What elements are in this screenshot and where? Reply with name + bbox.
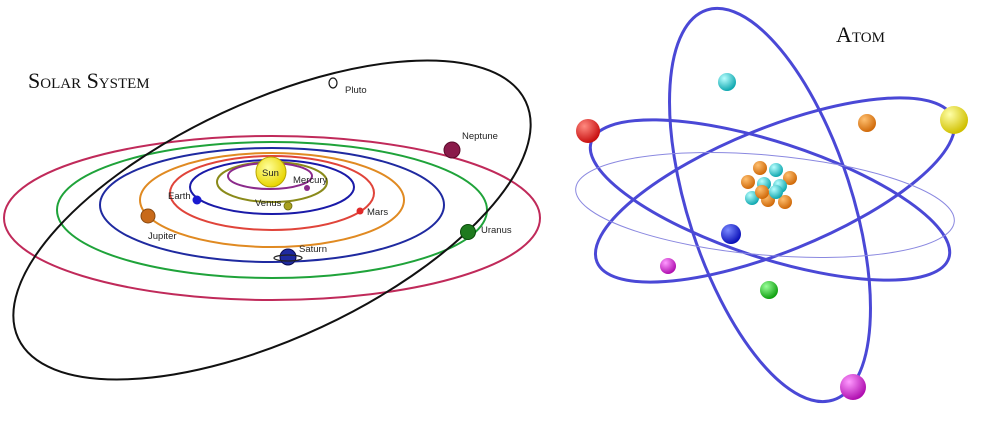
earth-label: Earth [168, 191, 191, 202]
venus-planet [283, 201, 293, 211]
electron-magenta-large [840, 374, 866, 400]
saturn-planet [273, 248, 303, 266]
neptune-planet [443, 141, 461, 159]
solar-system-diagram: Solar System Sun Mercury Venus Earth Mar… [3, 59, 541, 381]
electron-cyan [718, 73, 736, 91]
neptune-label: Neptune [462, 131, 498, 142]
mercury-label: Mercury [293, 175, 328, 186]
uranus-planet [460, 224, 476, 240]
saturn-label: Saturn [299, 244, 327, 255]
saturn-orbit [99, 147, 445, 263]
pluto-label: Pluto [345, 85, 367, 96]
electron-blue [721, 224, 741, 244]
uranus-label: Uranus [481, 225, 512, 236]
electron-red [576, 119, 600, 143]
jupiter-label: Jupiter [148, 231, 177, 242]
jupiter-orbit [139, 152, 405, 248]
electron-orange [858, 114, 876, 132]
electron-green [760, 281, 778, 299]
mars-label: Mars [367, 207, 388, 218]
earth-planet [192, 195, 202, 205]
sun [255, 156, 287, 188]
neptune-orbit [3, 135, 541, 301]
pluto-planet [328, 77, 338, 89]
atom-diagram: Atom [575, 6, 968, 404]
solar-system-title: Solar System [28, 68, 150, 93]
electron-magenta-small [660, 258, 676, 274]
jupiter-planet [140, 208, 156, 224]
sun-label: Sun [262, 168, 279, 179]
venus-label: Venus [255, 198, 282, 209]
atom-nucleus [741, 161, 797, 209]
pluto-orbit [12, 59, 532, 381]
uranus-orbit [56, 141, 488, 279]
electron-yellow [940, 106, 968, 134]
mercury-planet [304, 185, 310, 191]
atom-title: Atom [836, 22, 885, 47]
mars-orbit [169, 155, 375, 231]
atom-orbit-1 [668, 6, 872, 404]
mars-planet [356, 207, 364, 215]
atom-orbit-4 [575, 152, 955, 258]
